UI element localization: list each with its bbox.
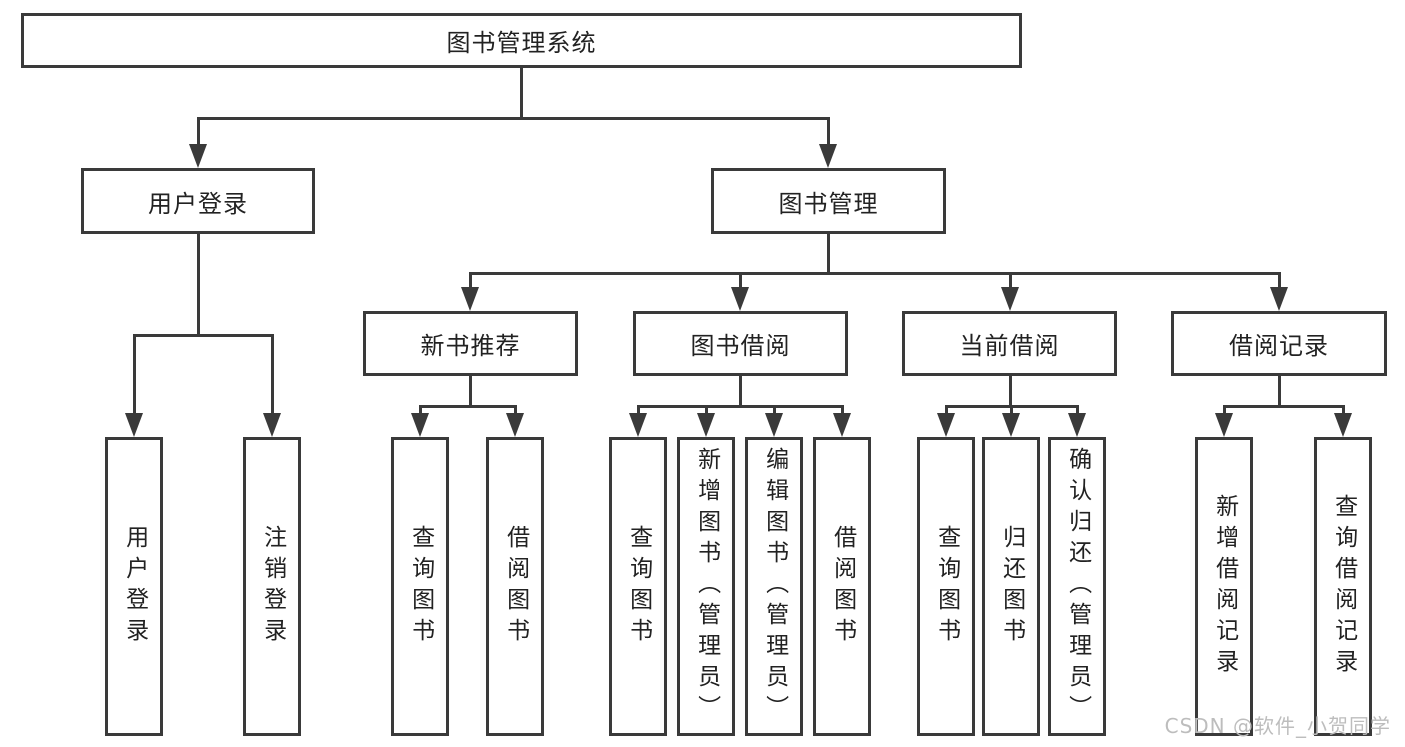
connector-arrowhead: [629, 413, 647, 437]
connector-arrowhead: [1215, 413, 1233, 437]
leaf-query-borrow-record-label: 查询借阅记录: [1330, 493, 1357, 680]
connector-hline: [197, 117, 830, 120]
leaf-query-books-current-label: 查询图书: [933, 524, 960, 649]
connector-drop: [1223, 406, 1226, 416]
connector-drop: [1342, 406, 1345, 416]
node-new-book-recommend-label: 新书推荐: [420, 332, 521, 360]
connector-arrowhead: [1270, 287, 1288, 311]
connector-stub: [197, 234, 200, 336]
connector-stub: [1278, 376, 1281, 407]
node-user-login: 用户登录: [81, 168, 315, 234]
connector-drop: [271, 335, 274, 415]
leaf-user-login-label: 用户登录: [121, 524, 148, 649]
leaf-logout: 注销登录: [243, 437, 301, 736]
connector-stub: [1009, 376, 1012, 407]
connector-drop: [514, 406, 517, 416]
node-book-borrow-label: 图书借阅: [690, 332, 791, 360]
leaf-query-books-new: 查询图书: [391, 437, 449, 736]
connector-stub: [827, 234, 830, 274]
connector-hline: [1223, 405, 1345, 408]
connector-drop: [841, 406, 844, 416]
connector-arrowhead: [189, 144, 207, 168]
node-book-management: 图书管理: [711, 168, 946, 234]
connector-arrowhead: [263, 413, 281, 437]
leaf-query-borrow-record: 查询借阅记录: [1314, 437, 1372, 736]
connector-hline: [133, 334, 274, 337]
node-user-login-label: 用户登录: [148, 189, 248, 218]
leaf-query-books-borrow-label: 查询图书: [625, 524, 652, 649]
leaf-return-book: 归还图书: [982, 437, 1040, 736]
leaf-query-books-current: 查询图书: [917, 437, 975, 736]
leaf-add-borrow-record: 新增借阅记录: [1195, 437, 1253, 736]
connector-arrowhead: [461, 287, 479, 311]
connector-arrowhead: [819, 144, 837, 168]
connector-arrowhead: [1001, 287, 1019, 311]
connector-arrowhead: [506, 413, 524, 437]
node-borrow-records-label: 借阅记录: [1229, 332, 1329, 360]
node-book-borrow: 图书借阅: [633, 311, 848, 376]
connector-arrowhead: [1334, 413, 1352, 437]
connector-drop: [197, 118, 200, 148]
node-borrow-records: 借阅记录: [1171, 311, 1387, 376]
leaf-borrow-books-borrow: 借阅图书: [813, 437, 871, 736]
connector-arrowhead: [833, 413, 851, 437]
connector-arrowhead: [1002, 413, 1020, 437]
leaf-query-books-new-label: 查询图书: [407, 524, 434, 649]
leaf-add-book-admin: 新增图书（管理员）: [677, 437, 735, 736]
connector-arrowhead: [125, 413, 143, 437]
leaf-logout-label: 注销登录: [259, 524, 286, 649]
node-book-management-label: 图书管理: [778, 189, 879, 218]
leaf-confirm-return-admin: 确认归还（管理员）: [1048, 437, 1106, 736]
connector-arrowhead: [765, 413, 783, 437]
leaf-borrow-books-new: 借阅图书: [486, 437, 544, 736]
leaf-query-books-borrow: 查询图书: [609, 437, 667, 736]
node-new-book-recommend: 新书推荐: [363, 311, 578, 376]
node-root: 图书管理系统: [21, 13, 1022, 68]
leaf-borrow-books-new-label: 借阅图书: [502, 524, 529, 649]
connector-arrowhead: [411, 413, 429, 437]
connector-drop: [827, 118, 830, 148]
connector-drop: [469, 273, 472, 289]
leaf-confirm-return-admin-label: 确认归还（管理员）: [1064, 447, 1091, 726]
connector-drop: [773, 406, 776, 416]
leaf-edit-book-admin-label: 编辑图书（管理员）: [761, 447, 788, 726]
node-root-label: 图书管理系统: [446, 29, 597, 57]
leaf-return-book-label: 归还图书: [998, 524, 1025, 649]
connector-drop: [419, 406, 422, 416]
watermark: CSDN @软件_小贺同学: [1164, 714, 1391, 738]
node-current-borrow-label: 当前借阅: [959, 332, 1060, 360]
connector-stub: [520, 68, 523, 120]
connector-arrowhead: [697, 413, 715, 437]
connector-drop: [637, 406, 640, 416]
connector-stub: [739, 376, 742, 407]
connector-drop: [705, 406, 708, 416]
leaf-borrow-books-borrow-label: 借阅图书: [829, 524, 856, 649]
connector-drop: [1278, 273, 1281, 289]
connector-arrowhead: [731, 287, 749, 311]
connector-drop: [1010, 406, 1013, 416]
connector-hline: [419, 405, 517, 408]
connector-arrowhead: [1068, 413, 1086, 437]
leaf-add-book-admin-label: 新增图书（管理员）: [693, 447, 720, 726]
leaf-add-borrow-record-label: 新增借阅记录: [1211, 493, 1238, 680]
connector-drop: [1076, 406, 1079, 416]
connector-stub: [469, 376, 472, 407]
leaf-edit-book-admin: 编辑图书（管理员）: [745, 437, 803, 736]
connector-hline: [637, 405, 844, 408]
node-current-borrow: 当前借阅: [902, 311, 1117, 376]
connector-drop: [739, 273, 742, 289]
connector-arrowhead: [937, 413, 955, 437]
connector-drop: [945, 406, 948, 416]
connector-drop: [1009, 273, 1012, 289]
connector-drop: [133, 335, 136, 415]
connector-hline: [469, 272, 1281, 275]
leaf-user-login: 用户登录: [105, 437, 163, 736]
